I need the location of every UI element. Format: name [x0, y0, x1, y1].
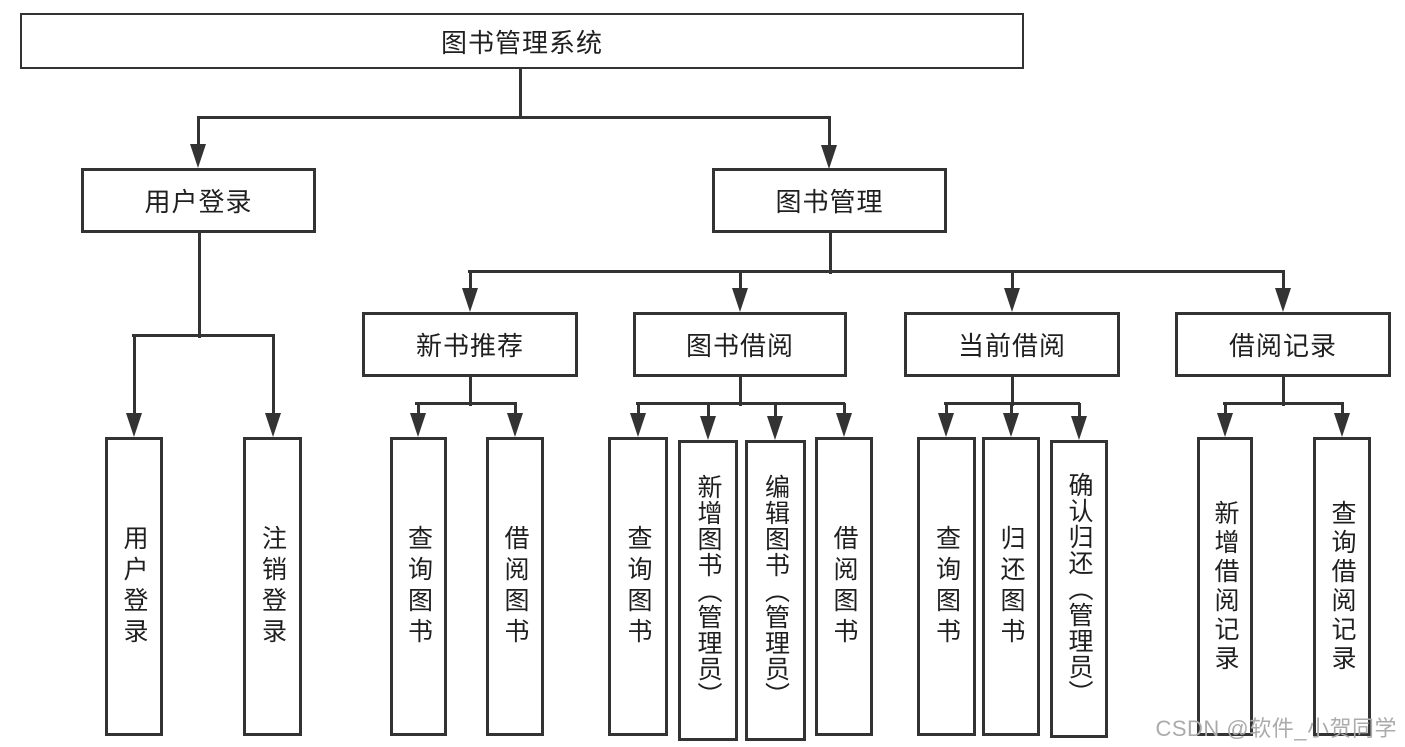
leaf-label: 编辑图书（管理员） [761, 473, 790, 708]
connector-line [637, 403, 640, 416]
arrowhead-icon [126, 413, 142, 437]
arrowhead-icon [507, 413, 523, 437]
connector-line [133, 335, 136, 416]
leaf-label: 用户登录 [120, 524, 148, 649]
csdn-watermark: CSDN @软件_小贺同学 [1155, 716, 1397, 741]
leaf-return-books: 归还图书 [982, 437, 1040, 736]
leaf-query-books-borrowing: 查询图书 [608, 437, 668, 736]
connector-line [1078, 403, 1081, 419]
connector-line [636, 402, 845, 405]
connector-line [1011, 377, 1014, 406]
leaf-borrow-books-recommend: 借阅图书 [486, 437, 544, 736]
leaf-label: 新增借阅记录 [1211, 499, 1239, 674]
connector-line [944, 402, 1080, 405]
connector-line [829, 233, 832, 274]
connector-line [1282, 377, 1285, 406]
leaf-label: 归还图书 [997, 524, 1025, 649]
connector-line [707, 403, 710, 419]
connector-line [198, 233, 201, 338]
connector-line [519, 69, 522, 119]
connector-line [739, 271, 742, 291]
arrowhead-icon [1004, 288, 1020, 312]
arrowhead-icon [821, 145, 837, 169]
arrowhead-icon [1275, 288, 1291, 312]
connector-line [468, 270, 1285, 273]
connector-line [197, 117, 200, 147]
connector-line [945, 403, 948, 416]
connector-line [1282, 271, 1285, 291]
connector-line [469, 377, 472, 406]
leaf-confirm-return-admin: 确认归还（管理员） [1050, 440, 1108, 738]
connector-line [1224, 403, 1227, 416]
arrowhead-icon [462, 288, 478, 312]
connector-line [1223, 402, 1344, 405]
connector-line [1010, 403, 1013, 416]
leaf-label: 借阅图书 [830, 524, 858, 649]
connector-line [843, 403, 846, 416]
arrowhead-icon [732, 288, 748, 312]
node-label: 图书借阅 [685, 331, 794, 361]
node-label: 图书管理系统 [440, 27, 603, 58]
connector-line [272, 335, 275, 416]
leaf-logout: 注销登录 [243, 437, 302, 736]
arrowhead-icon [1071, 416, 1087, 440]
node-label: 新书推荐 [415, 331, 524, 361]
arrowhead-icon [700, 416, 716, 440]
leaf-label: 查询借阅记录 [1328, 499, 1356, 674]
connector-line [417, 403, 420, 416]
leaf-label: 借阅图书 [501, 524, 529, 649]
node-book-borrowing: 图书借阅 [633, 312, 847, 377]
leaf-add-books-admin: 新增图书（管理员） [678, 440, 738, 741]
connector-line [1341, 403, 1344, 416]
node-book-management: 图书管理 [712, 168, 947, 233]
arrowhead-icon [1217, 413, 1233, 437]
connector-line [739, 377, 742, 406]
arrowhead-icon [1003, 413, 1019, 437]
leaf-label: 查询图书 [932, 524, 961, 649]
leaf-query-borrow-record: 查询借阅记录 [1313, 437, 1371, 736]
leaf-add-borrow-record: 新增借阅记录 [1197, 437, 1253, 736]
node-label: 图书管理 [775, 187, 884, 217]
connector-line [1011, 271, 1014, 291]
node-label: 借阅记录 [1228, 331, 1337, 361]
leaf-borrow-books-borrowing: 借阅图书 [815, 437, 873, 736]
connector-line [415, 402, 517, 405]
arrowhead-icon [190, 144, 206, 168]
arrowhead-icon [410, 413, 426, 437]
leaf-label: 注销登录 [258, 524, 287, 649]
connector-line [132, 334, 275, 337]
connector-line [469, 271, 472, 291]
leaf-label: 查询图书 [624, 524, 652, 649]
leaf-edit-books-admin: 编辑图书（管理员） [745, 440, 806, 741]
leaf-label: 新增图书（管理员） [694, 473, 722, 708]
leaf-query-books-recommend: 查询图书 [390, 437, 447, 736]
node-label: 当前借阅 [957, 331, 1066, 361]
leaf-user-login: 用户登录 [105, 437, 163, 736]
node-user-login: 用户登录 [81, 168, 316, 233]
arrowhead-icon [1334, 413, 1350, 437]
leaf-label: 确认归还（管理员） [1065, 472, 1093, 706]
node-new-book-recommendation: 新书推荐 [362, 312, 578, 377]
leaf-label: 查询图书 [404, 524, 433, 649]
node-borrowing-records: 借阅记录 [1175, 312, 1391, 377]
connector-line [828, 117, 831, 148]
arrowhead-icon [836, 413, 852, 437]
node-current-borrowing: 当前借阅 [904, 312, 1120, 377]
leaf-query-books-current: 查询图书 [917, 437, 976, 736]
connector-line [774, 403, 777, 419]
arrowhead-icon [767, 416, 783, 440]
arrowhead-icon [630, 413, 646, 437]
connector-line [197, 116, 831, 119]
node-label: 用户登录 [144, 187, 253, 217]
arrowhead-icon [265, 413, 281, 437]
connector-line [514, 403, 517, 416]
node-library-management-system: 图书管理系统 [20, 13, 1024, 69]
arrowhead-icon [938, 413, 954, 437]
